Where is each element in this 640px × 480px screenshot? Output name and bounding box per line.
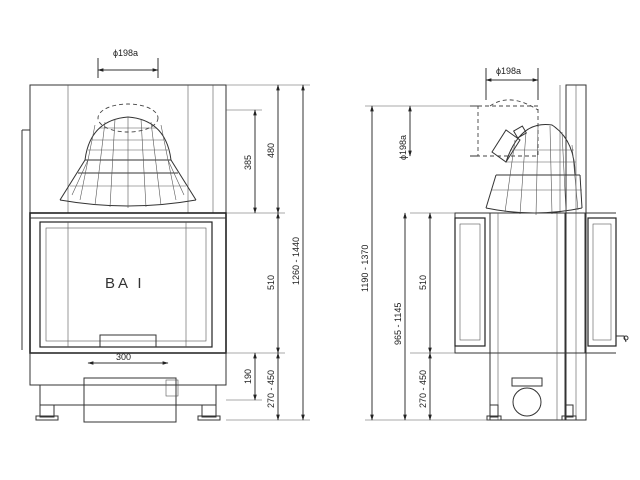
model-label: BA I <box>105 275 145 292</box>
handle-width-dim: 300 <box>116 352 131 362</box>
side-door-left <box>454 217 486 347</box>
dim-480: 480 <box>266 143 276 158</box>
side-flue-elbow <box>491 129 521 163</box>
dim-total-front: 1260 - 1440 <box>291 237 301 285</box>
side-view: ϕ198a ϕ198a 1190 - 1370 965 - 1145 510 2… <box>360 66 629 421</box>
dim-270-450-front: 270 - 450 <box>266 370 276 408</box>
side-air-inlet <box>512 387 542 417</box>
door-handle <box>99 334 157 347</box>
front-dome <box>59 116 197 208</box>
dim-510-side: 510 <box>418 275 428 290</box>
front-ash-drawer <box>83 377 177 423</box>
front-foot-right <box>201 404 217 418</box>
side-door-right <box>587 217 617 347</box>
dim-385: 385 <box>243 155 253 170</box>
dim-270-450-side: 270 - 450 <box>418 370 428 408</box>
dim-190: 190 <box>243 369 253 384</box>
front-glass <box>39 221 213 348</box>
side-center-column <box>489 212 566 421</box>
side-flue-diameter-top: ϕ198a <box>496 66 521 76</box>
front-view: BA I ϕ198a 300 385 480 510 190 <box>21 48 310 423</box>
dim-510: 510 <box>266 275 276 290</box>
front-foot-left <box>39 404 55 418</box>
dim-mid-side: 965 - 1145 <box>393 303 403 345</box>
dim-total-side: 1190 - 1370 <box>360 245 370 292</box>
side-flue-diameter-side: ϕ198a <box>398 135 408 160</box>
front-flue-diameter: ϕ198a <box>113 48 138 58</box>
